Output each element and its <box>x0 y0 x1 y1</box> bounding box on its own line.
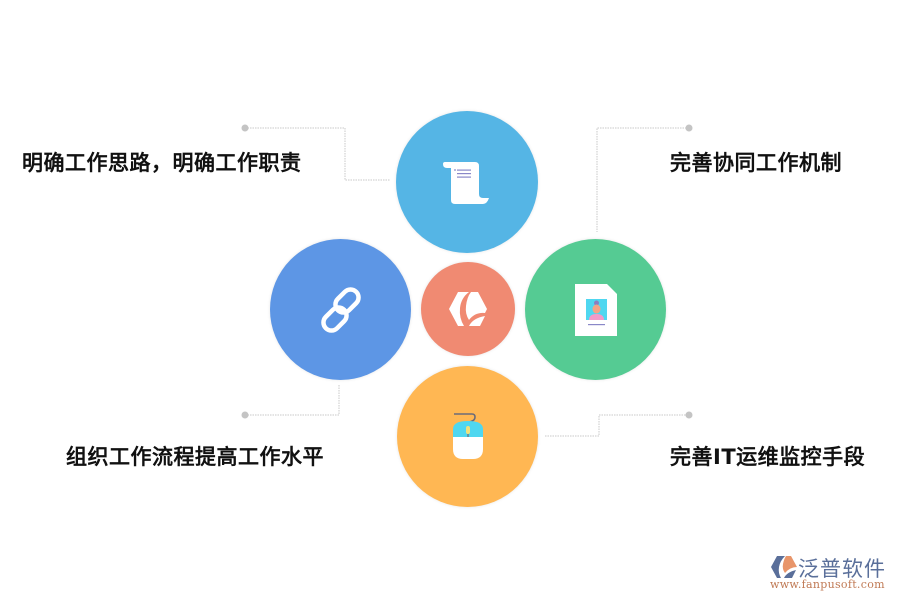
scroll-document-icon <box>443 162 489 204</box>
connector-dot <box>241 124 249 132</box>
connector-bottom-left <box>245 385 340 416</box>
label-top: 明确工作思路，明确工作职责 <box>22 151 302 175</box>
connector-top-left <box>245 127 390 181</box>
label-right: 完善协同工作机制 <box>670 151 842 175</box>
fanpu-logo-icon <box>771 556 797 578</box>
connector-top-right <box>596 127 689 232</box>
profile-card-icon <box>574 283 617 336</box>
connector-dot <box>685 124 693 132</box>
connector-bottom-right <box>545 414 689 437</box>
brand-leaf-hexagon-icon <box>449 292 487 326</box>
watermark-url: www.fanpusoft.com <box>770 578 885 591</box>
label-left: 组织工作流程提高工作水平 <box>66 445 324 469</box>
connector-dot <box>685 411 693 419</box>
node-top-circle <box>396 111 538 253</box>
watermark-logo: 泛普软件 www.fanpusoft.com <box>768 553 896 593</box>
connector-dot <box>241 411 249 419</box>
node-right-circle <box>525 239 666 380</box>
label-bottom: 完善IT运维监控手段 <box>670 445 866 469</box>
node-left-circle <box>270 239 411 380</box>
computer-mouse-icon <box>452 412 483 459</box>
node-bottom-circle <box>397 366 538 507</box>
watermark-title: 泛普软件 <box>798 557 886 581</box>
chain-link-icon <box>320 286 361 333</box>
center-circle <box>421 262 515 356</box>
